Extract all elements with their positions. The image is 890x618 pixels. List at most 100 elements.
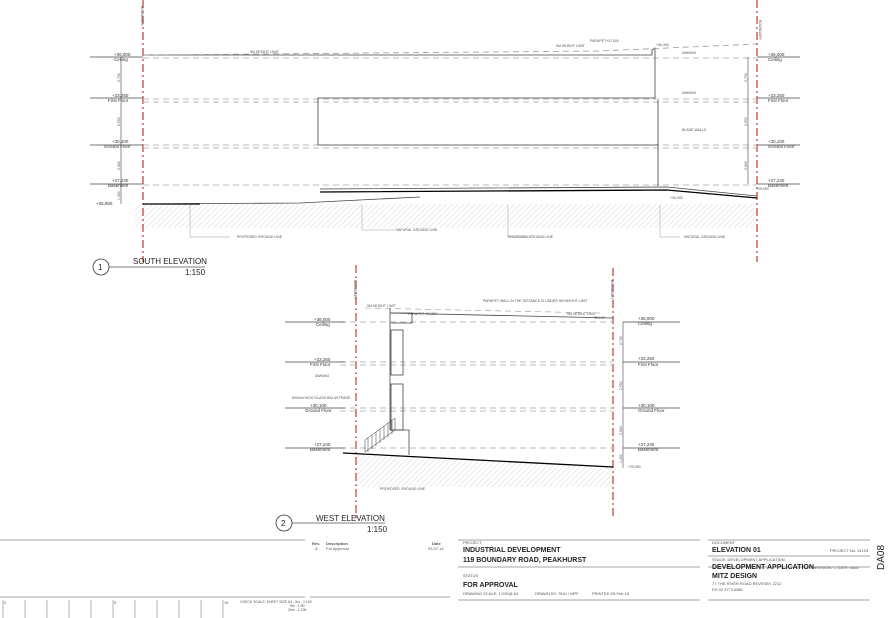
height-limit-label: 9M HEIGHT LIMIT: [250, 50, 280, 54]
stair-balustrade: [364, 417, 396, 453]
boundary-label: BOUNDARY: [140, 6, 144, 26]
level-rl: +27,240: [768, 178, 785, 183]
sheet-number: DA08: [876, 545, 887, 570]
scale-tick: 5: [114, 600, 117, 605]
level-name: Ground Floor: [638, 408, 665, 413]
height-limit-label: 9M HEIGHT LIMIT: [567, 312, 597, 316]
firm-name: MITZ DESIGN: [712, 573, 757, 580]
level-rl: +33,250: [314, 357, 331, 362]
stage-label: STAGE: DEVELOPMENT APPLICATION: [712, 557, 785, 562]
ground-hatch: [135, 204, 757, 228]
drawing-scale: DRAWING SCALE: 1:200@ A3: [463, 591, 519, 596]
scale-tick: 10: [224, 600, 229, 605]
rl-label: +36,100: [592, 316, 605, 320]
view-number: 1: [98, 263, 103, 272]
scale-note: CHECK SCALE: SHEET SIZE A3 - 5m : 1:100: [240, 600, 312, 604]
leader-lines: [189, 205, 680, 238]
ground-line-label: NATURAL GROUND LINE: [684, 235, 726, 239]
revision-date: REVISION: C DATE: ####: [812, 565, 860, 570]
status-label: STATUS: [463, 573, 479, 578]
blade-walls-label: BLADE WALLS: [682, 128, 707, 132]
drawn-by: DRAWN BY: SHU / MPF: [535, 591, 579, 596]
project-name: INDUSTRIAL DEVELOPMENT: [463, 547, 561, 554]
level-name: Basement: [108, 183, 129, 188]
view-scale: 1:150: [367, 525, 388, 534]
level-rl: +27,240: [314, 442, 331, 447]
building-outline: [142, 43, 758, 205]
dimension: 2,950: [117, 117, 121, 126]
dimension: 2,660: [744, 161, 748, 170]
dimension: 2,750: [619, 336, 623, 345]
dimension: 1,450: [619, 454, 623, 463]
view-number: 2: [281, 519, 286, 528]
level-name: First Floor: [108, 98, 129, 103]
scale-tick: 0: [4, 600, 7, 605]
rev-cell: A: [315, 546, 318, 551]
boundary-label: BOUNDARY: [610, 280, 614, 300]
description-cell: For Approval: [326, 546, 349, 551]
level-rl: +27,240: [638, 442, 655, 447]
scale-bar: [2, 600, 224, 618]
level-rl: +33,250: [768, 93, 785, 98]
title-block: Rev. Description Date A For Approval 03.…: [0, 539, 887, 618]
level-rl: +30,100: [310, 403, 327, 408]
awning-label: AWNING: [315, 374, 330, 378]
balustrade-label: 800mm HIGH GLASS BALUSTRADE: [292, 396, 351, 400]
level-name: Ceiling: [114, 57, 128, 62]
project-address: 119 BOUNDARY ROAD, PEAKHURST: [463, 557, 587, 564]
level-name: Ceiling: [768, 57, 782, 62]
rev-header: Rev.: [312, 541, 320, 546]
ground-line-label: PROPOSED GROUND LINE: [380, 487, 426, 491]
rl-label: +26,900: [670, 196, 683, 200]
level-lines: [90, 56, 800, 204]
building-outline: [342, 307, 614, 468]
view-title: SOUTH ELEVATION: [133, 257, 207, 266]
dimension: 2,750: [744, 73, 748, 82]
ground-line-label: PROPOSED GROUND LINE: [508, 235, 554, 239]
level-rl: +30,100: [638, 403, 655, 408]
ground-line-label: PROPOSED GROUND LINE: [237, 235, 283, 239]
dimension: 2,750: [117, 73, 121, 82]
description-header: Description: [326, 541, 349, 546]
stage-value: DEVELOPMENT APPLICATION: [712, 564, 814, 571]
level-name: First Floor: [638, 362, 659, 367]
level-name: Ceiling: [316, 322, 330, 327]
level-lines: [285, 321, 680, 468]
level-rl: +36,000: [768, 52, 785, 57]
level-name: First Floor: [310, 362, 331, 367]
level-name: Basement: [638, 447, 659, 452]
view-title: WEST ELEVATION: [316, 514, 385, 523]
level-name: First Floor: [768, 98, 789, 103]
south-elevation: BOUNDARY BOUNDARY +36,000 Ceiling +33,25…: [90, 0, 800, 277]
document-label: DOCUMENT: [712, 540, 736, 545]
level-rl: +30,100: [112, 139, 129, 144]
document-title: ELEVATION 01: [712, 547, 761, 554]
level-name: Ground Floor: [104, 144, 131, 149]
level-rl: +25,950: [96, 201, 113, 206]
ground-hatch: [356, 455, 613, 487]
ground-line-label: NATURAL GROUND LINE: [396, 228, 438, 232]
level-name: Ground Floor: [768, 144, 795, 149]
level-name: Ceiling: [638, 321, 652, 326]
dimension: 2,660: [619, 426, 623, 435]
firm-address: 77 THE RIVER ROAD REVESBY 2212: [712, 581, 782, 586]
parapet-label: PARAPET+36,350: [408, 312, 437, 316]
scale-note: 20m : 1:200: [288, 608, 307, 612]
status-value: FOR APPROVAL: [463, 582, 519, 589]
level-name: Basement: [310, 447, 331, 452]
project-label: PROJECT: [463, 540, 482, 545]
rl-label: +25,950: [628, 465, 641, 469]
date-header: Date: [432, 541, 441, 546]
dimension: 2,950: [744, 117, 748, 126]
level-rl: +30,100: [768, 139, 785, 144]
dimension: 1,450: [117, 191, 121, 200]
date-cell: 03.07.14: [428, 546, 444, 551]
scale-note: 5m : 1:50: [290, 604, 305, 608]
level-rl: +33,250: [112, 93, 129, 98]
view-scale: 1:150: [185, 268, 206, 277]
parapet-label: PARAPET+37,000: [590, 39, 619, 43]
boundary-label: BOUNDARY: [353, 280, 357, 300]
height-limit-label: 9M HEIGHT LIMIT: [556, 44, 586, 48]
west-elevation: BOUNDARY BOUNDARY +36,000 Ceiling +33,25…: [275, 265, 680, 534]
awning-label: AWNING: [682, 91, 697, 95]
